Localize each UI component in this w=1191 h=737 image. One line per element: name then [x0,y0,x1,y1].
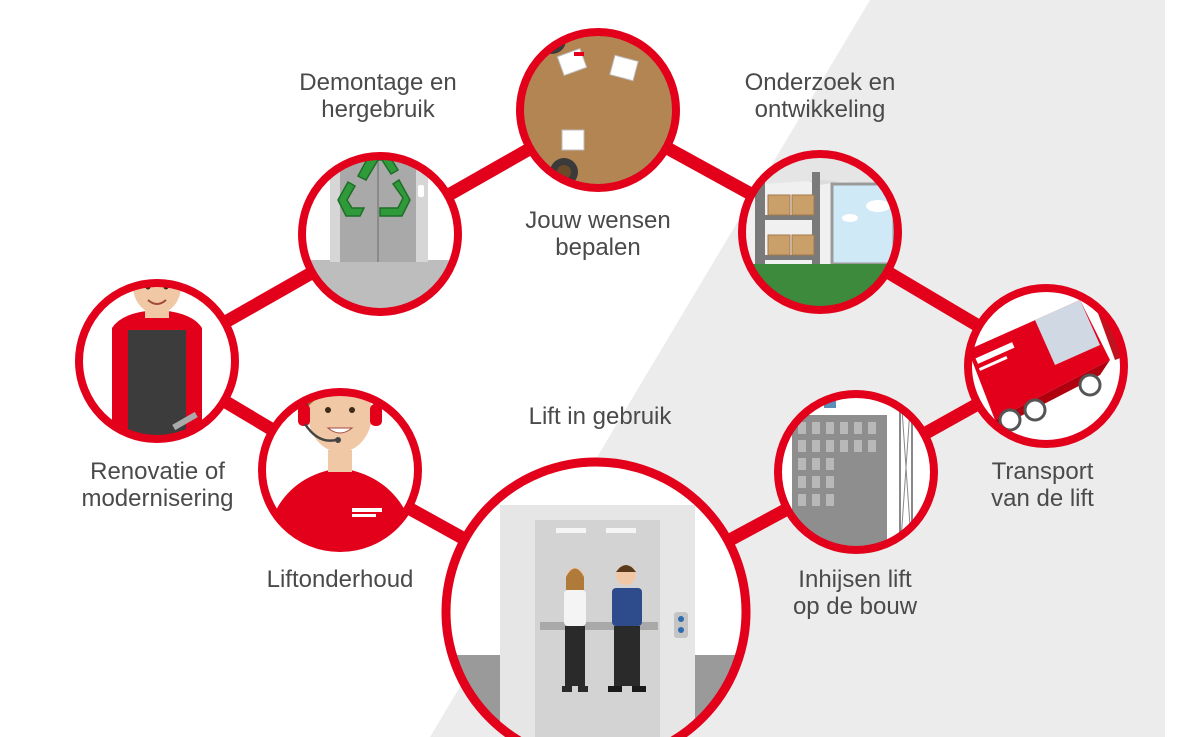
recycle-elevator-icon [300,132,460,320]
step-label-onderzoek: Onderzoek en ontwikkeling [735,69,905,123]
step-label-renovatie-line1: Renovatie of [65,458,250,485]
step-label-inhijsen-line2: op de bouw [775,593,935,620]
headset-agent-icon [262,370,420,560]
step-label-onderzoek-line1: Onderzoek en [735,69,905,96]
step-label-demontage: Demontage en hergebruik [288,69,468,123]
step-label-onderzoek-line2: ontwikkeling [735,96,905,123]
step-label-gebruik-line1: Lift in gebruik [505,403,695,430]
step-label-wensen-line2: bepalen [518,234,678,261]
step-label-transport: Transport van de lift [970,458,1115,512]
step-label-onderhoud-line1: Liftonderhoud [250,566,430,593]
step-label-inhijsen: Inhijsen lift op de bouw [775,566,935,620]
mechanic-icon [79,246,235,450]
step-label-demontage-line1: Demontage en [288,69,468,96]
step-label-inhijsen-line1: Inhijsen lift [775,566,935,593]
step-label-transport-line2: van de lift [970,485,1115,512]
step-label-wensen-line1: Jouw wensen [518,207,678,234]
step-label-transport-line1: Transport [970,458,1115,485]
step-label-demontage-line2: hergebruik [288,96,468,123]
meeting-table-icon [520,24,676,188]
step-label-renovatie: Renovatie of modernisering [65,458,250,512]
step-label-wensen: Jouw wensen bepalen [518,207,678,261]
step-label-onderhoud: Liftonderhoud [250,566,430,593]
step-label-renovatie-line2: modernisering [65,485,250,512]
step-label-gebruik: Lift in gebruik [505,403,695,430]
